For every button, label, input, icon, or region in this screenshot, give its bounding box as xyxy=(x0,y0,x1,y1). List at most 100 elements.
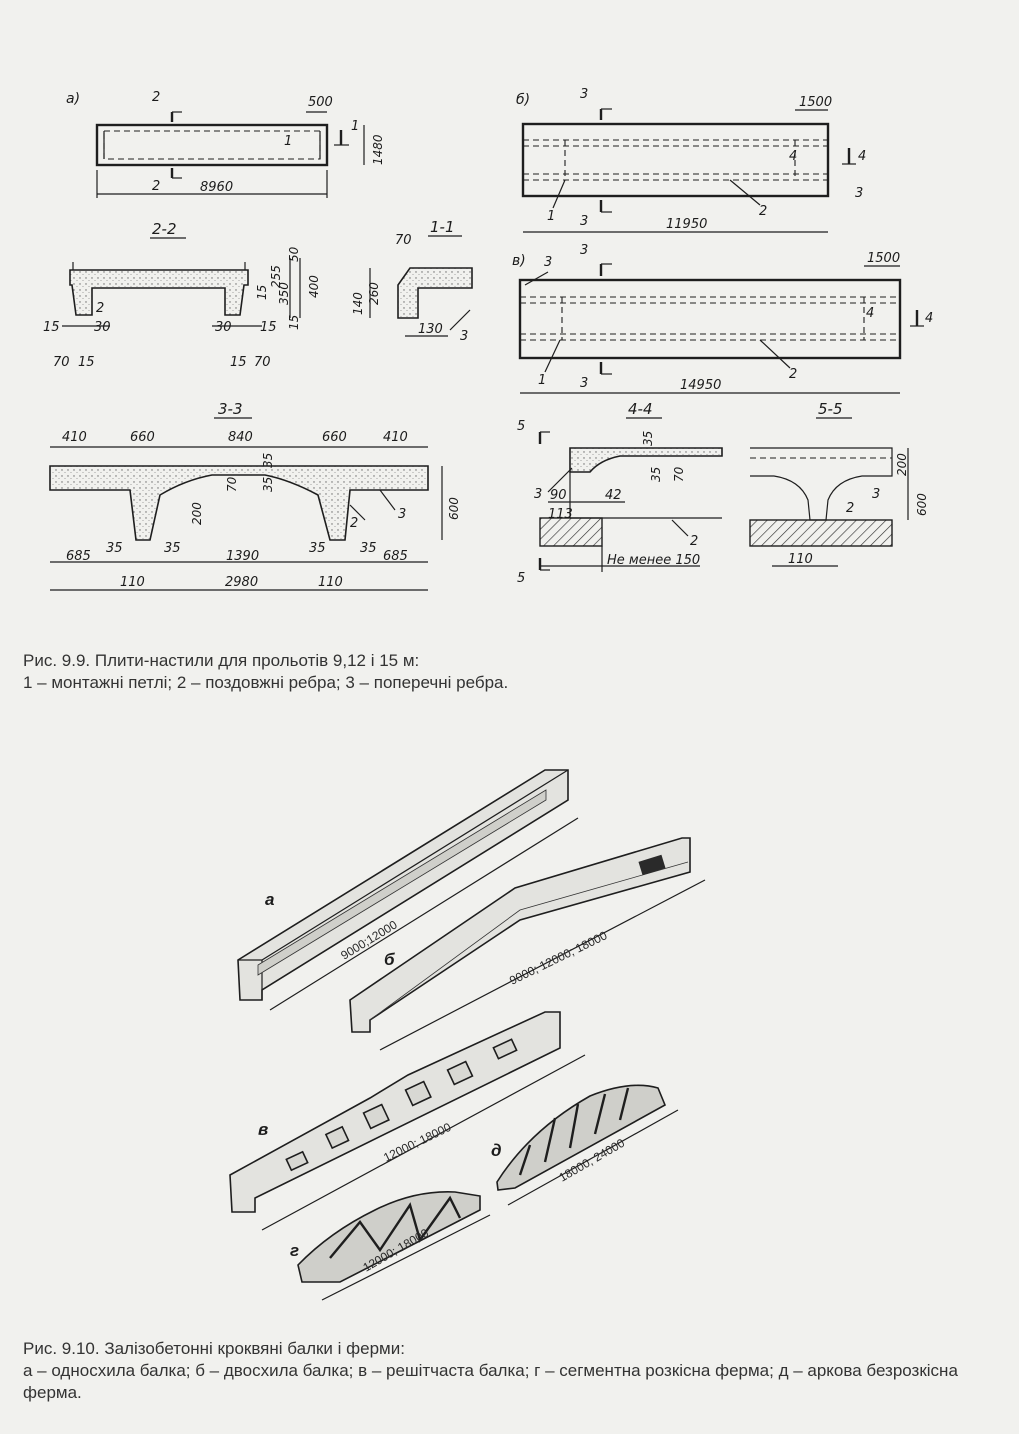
mark-3-b-bottom: 3 xyxy=(580,214,588,229)
dim-130: 130 xyxy=(418,322,443,337)
section-1-1-title: 1-1 xyxy=(430,218,455,236)
dim-660a: 660 xyxy=(130,430,155,445)
mark-4-v: 4 xyxy=(925,311,933,326)
dim-1390: 1390 xyxy=(226,549,259,564)
section-3-3-shape xyxy=(49,465,429,541)
dim-35b: 35 xyxy=(261,477,275,492)
section-2-2-title: 2-2 xyxy=(152,220,177,238)
dim-14950: 14950 xyxy=(680,378,721,393)
section-4-4-shape xyxy=(569,447,723,473)
dim-2980: 2980 xyxy=(225,575,258,590)
dim-350: 350 xyxy=(277,282,291,305)
dim-110-s55: 110 xyxy=(788,552,813,567)
dim-685b: 685 xyxy=(383,549,408,564)
plan-view-a: а) 2 2 1 1 500 1480 8960 xyxy=(66,90,385,198)
callout-4-v: 4 xyxy=(866,306,874,321)
section-2-2-shape xyxy=(69,269,249,316)
dim-200: 200 xyxy=(190,502,204,525)
dim-260: 260 xyxy=(367,282,381,305)
section-4-4: 4-4 5 35 35 70 3 90 42 113 2 Не менее 15… xyxy=(517,400,723,586)
truss-d: д 18000; 24000 xyxy=(491,1084,679,1206)
dim-685a: 685 xyxy=(66,549,91,564)
section-1-1-shape xyxy=(397,267,473,319)
dim-410a: 410 xyxy=(62,430,87,445)
callout-3-b: 3 xyxy=(855,186,863,201)
dim-840: 840 xyxy=(228,430,253,445)
callout-3: 3 xyxy=(460,329,468,344)
plan-view-v: в) 3 3 4 1500 14950 3 4 1 2 xyxy=(512,243,933,394)
section-3-3: 3-3 410 660 840 660 410 2 3 35 70 35 200… xyxy=(49,400,461,591)
dim-1500-b: 1500 xyxy=(799,95,832,110)
dim-35h: 35 xyxy=(649,467,663,482)
dim-15b: 15 xyxy=(287,315,301,330)
dim-660b: 660 xyxy=(322,430,347,445)
dim-500: 500 xyxy=(308,95,333,110)
truss-g: г 12000; 18000 xyxy=(290,1191,491,1301)
dim-30a: 30 xyxy=(94,320,111,335)
view-v-label: в) xyxy=(512,253,526,269)
beam-a: а 9000;12000 xyxy=(237,769,579,1011)
callout-3-s44: 3 xyxy=(534,487,542,502)
mark-2-bottom: 2 xyxy=(152,179,160,194)
figure-9-10-legend: а – односхила балка; б – двосхила балка;… xyxy=(23,1361,958,1402)
callout-3-s33: 3 xyxy=(398,507,406,522)
view-a-label: а) xyxy=(66,91,80,107)
dim-15c: 15 xyxy=(43,320,60,335)
dim-min-150: Не менее 150 xyxy=(607,553,700,568)
dim-110a: 110 xyxy=(120,575,145,590)
mark-3-b-top: 3 xyxy=(580,87,588,102)
dim-35a: 35 xyxy=(261,453,275,468)
dim-200-s55: 200 xyxy=(895,453,909,476)
dim-11950: 11950 xyxy=(666,217,707,232)
section-5-5-title: 5-5 xyxy=(818,400,843,418)
support-4-4 xyxy=(539,517,603,547)
dim-30b: 30 xyxy=(215,320,232,335)
callout-1-b: 1 xyxy=(547,209,555,224)
dim-1500-v: 1500 xyxy=(867,251,900,266)
dim-70b: 70 xyxy=(254,355,271,370)
dim-70c: 70 xyxy=(395,233,412,248)
view-b-label: б) xyxy=(516,92,530,108)
dim-90: 90 xyxy=(550,488,567,503)
callout-2: 2 xyxy=(96,301,104,316)
dim-50: 50 xyxy=(287,246,301,262)
dim-35c: 35 xyxy=(106,541,123,556)
dim-600: 600 xyxy=(447,497,461,520)
dim-35d: 35 xyxy=(164,541,181,556)
dim-35f: 35 xyxy=(360,541,377,556)
dim-8960: 8960 xyxy=(200,180,233,195)
beam-b-span: 9000; 12000; 18000 xyxy=(507,928,609,988)
beam-a-label: а xyxy=(265,890,274,909)
figure-9-10-caption: Рис. 9.10. Залізобетонні кроквяні балки … xyxy=(23,1338,1013,1404)
dim-15d: 15 xyxy=(260,320,277,335)
dim-15f: 15 xyxy=(230,355,247,370)
callout-2-v: 2 xyxy=(789,367,797,382)
dim-110b: 110 xyxy=(318,575,343,590)
dim-35e: 35 xyxy=(309,541,326,556)
dim-42: 42 xyxy=(605,488,622,503)
plan-view-b: б) 3 3 4 1500 11950 4 3 1 2 xyxy=(516,87,866,233)
mark-5-bottom: 5 xyxy=(517,571,525,586)
figure-9-9-caption: Рис. 9.9. Плити-настили для прольотів 9,… xyxy=(23,650,743,694)
mark-4-b: 4 xyxy=(858,149,866,164)
callout-1-v: 1 xyxy=(538,373,546,388)
dim-70a: 70 xyxy=(53,355,70,370)
dim-140: 140 xyxy=(351,292,365,315)
dim-35g: 35 xyxy=(641,431,655,446)
callout-2-b: 2 xyxy=(759,204,767,219)
mark-3-v-bottom: 3 xyxy=(580,376,588,391)
beam-b-label: б xyxy=(384,950,395,969)
dim-70e: 70 xyxy=(672,466,686,482)
dim-410b: 410 xyxy=(383,430,408,445)
dim-70d: 70 xyxy=(225,476,239,492)
dim-15a: 15 xyxy=(255,285,269,300)
truss-d-label: д xyxy=(491,1141,502,1160)
support-5-5 xyxy=(749,519,893,547)
dim-400: 400 xyxy=(307,275,321,298)
section-5-5-shape xyxy=(750,447,893,521)
mark-2-top: 2 xyxy=(152,90,160,105)
callout-2-s33: 2 xyxy=(350,516,358,531)
truss-g-label: г xyxy=(290,1241,299,1260)
